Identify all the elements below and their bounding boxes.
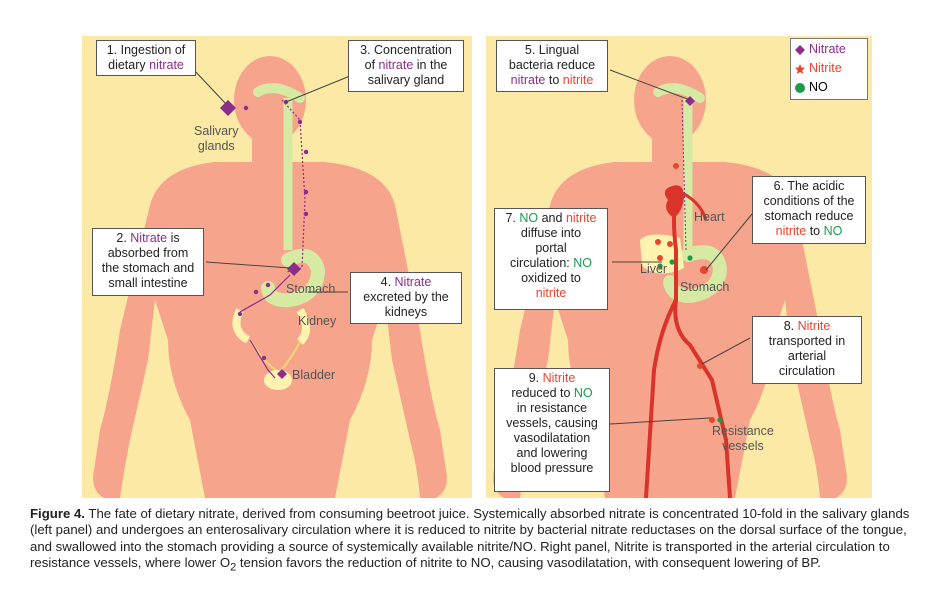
callout-1: 1. Ingestion of dietary nitrate	[96, 40, 196, 76]
right-no-markers	[657, 255, 723, 423]
no-circle-icon	[795, 82, 805, 93]
label-stomach-left: Stomach	[286, 282, 336, 296]
nitrite-star-icon	[795, 63, 805, 74]
callout-4-nitrate: Nitrate	[394, 275, 432, 289]
callout-9-nitrite: Nitrite	[542, 371, 576, 385]
label-salivary-glands: Salivary glands	[194, 124, 239, 153]
callout-8: 8. Nitrite transported in arterial circu…	[752, 316, 862, 384]
callout-5-line2: bacteria reduce	[508, 58, 596, 72]
legend-no: NO	[795, 78, 863, 97]
callout-3: 3. Concentration of nitrate in the saliv…	[348, 40, 464, 92]
callout-6-no: NO	[823, 224, 843, 238]
figure-caption: Figure 4. The fate of dietary nitrate, d…	[30, 506, 910, 576]
caption-text-1: The fate of dietary nitrate, derived fro…	[30, 506, 910, 571]
caption-sub: 2	[230, 561, 237, 574]
legend-nitrite-label: Nitrite	[809, 61, 842, 75]
callout-7-a: 7.	[505, 211, 520, 225]
callout-2-nitrate: Nitrate	[130, 231, 168, 245]
callout-9-a: 9.	[528, 371, 543, 385]
callout-9-c: in resistance vessels, causing vasodilat…	[506, 401, 598, 475]
nitrate-diamond-icon	[795, 44, 805, 55]
callout-5-to: to	[545, 73, 563, 87]
callout-7-nitrite2: nitrite	[535, 286, 567, 300]
callout-4: 4. Nitrate excreted by the kidneys	[350, 272, 462, 324]
connector-lines	[193, 69, 753, 425]
callout-6: 6. The acidic conditions of the stomach …	[752, 176, 866, 244]
legend-nitrate: Nitrate	[795, 40, 863, 59]
caption-label: Figure 4.	[30, 506, 85, 521]
callout-5-nitrate: nitrate	[510, 73, 546, 87]
label-heart: Heart	[694, 210, 725, 224]
callout-7-nitrite1: nitrite	[565, 211, 597, 225]
callout-7-b: and	[538, 211, 566, 225]
callout-8-nitrite: Nitrite	[797, 319, 831, 333]
callout-2-text: 2.	[116, 231, 131, 245]
callout-3-text: 3. Concentration of	[360, 43, 452, 72]
callout-1-text: 1. Ingestion of dietary	[106, 43, 186, 72]
label-bladder: Bladder	[292, 368, 336, 382]
legend-no-label: NO	[809, 80, 828, 94]
callout-7: 7. NO and nitrite diffuse into portal ci…	[494, 208, 608, 310]
callout-7-d: oxidized to	[521, 271, 581, 285]
legend: Nitrate Nitrite NO	[790, 38, 868, 100]
callout-7-c: diffuse into portal circulation:	[510, 226, 582, 270]
callout-5: 5. Lingual bacteria reduce nitrate to ni…	[496, 40, 608, 92]
callout-7-no2: NO	[573, 256, 592, 270]
callout-9-b: reduced to	[511, 386, 571, 400]
callout-7-no1: NO	[519, 211, 539, 225]
callout-2-post: is absorbed from the stomach and small i…	[101, 231, 195, 290]
legend-nitrate-label: Nitrate	[809, 42, 846, 56]
right-nitrate-marker	[685, 96, 695, 106]
callout-9: 9. Nitrite reduced to NO in resistance v…	[494, 368, 610, 492]
right-nitrite-markers	[655, 163, 715, 423]
callout-9-no: NO	[573, 386, 593, 400]
right-dashed-trace	[681, 99, 687, 251]
callout-1-nitrate: nitrate	[149, 58, 184, 72]
label-stomach-right: Stomach	[680, 280, 730, 294]
left-gut	[232, 83, 326, 390]
callout-2: 2. Nitrate is absorbed from the stomach …	[92, 228, 204, 296]
caption-text-2: tension favors the reduction of nitrite …	[236, 555, 821, 571]
callout-8-a: 8.	[783, 319, 798, 333]
callout-4-text: 4.	[380, 275, 395, 289]
label-liver: Liver	[640, 262, 668, 276]
legend-nitrite: Nitrite	[795, 59, 863, 78]
left-nitrate-markers	[220, 99, 309, 379]
callout-5-line1: 5. Lingual	[524, 43, 580, 57]
label-resistance-vessels: Resistance vessels	[712, 424, 774, 453]
callout-3-nitrate: nitrate	[378, 58, 414, 72]
callout-8-b: transported in arterial circulation	[768, 334, 846, 378]
label-kidney: Kidney	[298, 314, 337, 328]
callout-6-to: to	[806, 224, 824, 238]
callout-6-nitrite: nitrite	[775, 224, 807, 238]
heart	[664, 185, 684, 218]
right-organs	[640, 83, 728, 304]
callout-6-text: 6. The acidic conditions of the stomach …	[763, 179, 855, 223]
callout-3-post: in the salivary gland	[367, 58, 448, 87]
callout-4-post: excreted by the kidneys	[363, 290, 449, 319]
callout-5-nitrite: nitrite	[562, 73, 594, 87]
